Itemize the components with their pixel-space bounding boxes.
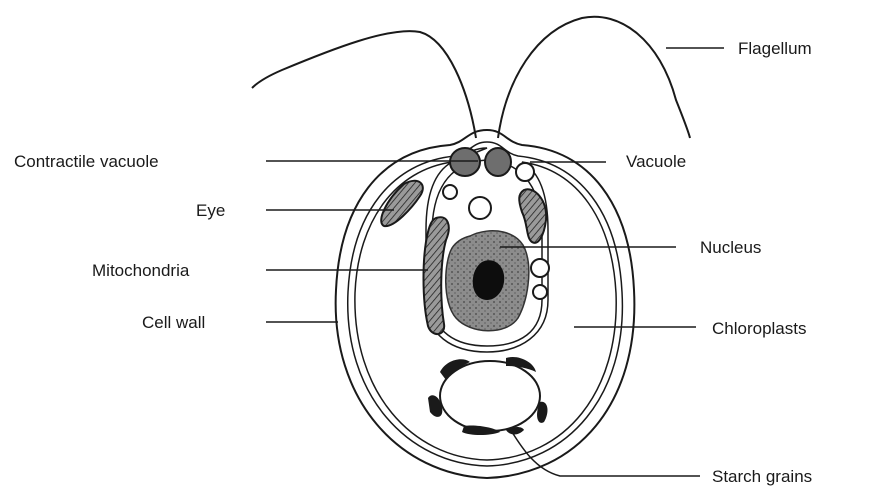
label-vacuole: Vacuole	[626, 152, 686, 171]
flagellum-right	[498, 17, 690, 138]
vacuole-near-nucleus-2	[533, 285, 547, 299]
vacuole	[516, 163, 534, 181]
label-eye: Eye	[196, 201, 225, 220]
label-contractile-vacuole: Contractile vacuole	[14, 152, 159, 171]
label-mitochondria: Mitochondria	[92, 261, 190, 280]
vacuole-near-nucleus-1	[531, 259, 549, 277]
contractile-vacuole-right	[485, 148, 511, 176]
contractile-vacuole-left	[450, 148, 480, 176]
flagellum-left	[252, 31, 476, 138]
pyrenoid	[440, 361, 540, 431]
mitochondrion-left	[424, 217, 449, 334]
vacuole-small	[443, 185, 457, 199]
label-nucleus: Nucleus	[700, 238, 761, 257]
vacuole-medium	[469, 197, 491, 219]
label-cell-wall: Cell wall	[142, 313, 205, 332]
label-flagellum: Flagellum	[738, 39, 812, 58]
mitochondrion-right	[519, 189, 546, 243]
label-chloroplasts: Chloroplasts	[712, 319, 807, 338]
label-starch-grains: Starch grains	[712, 467, 812, 486]
